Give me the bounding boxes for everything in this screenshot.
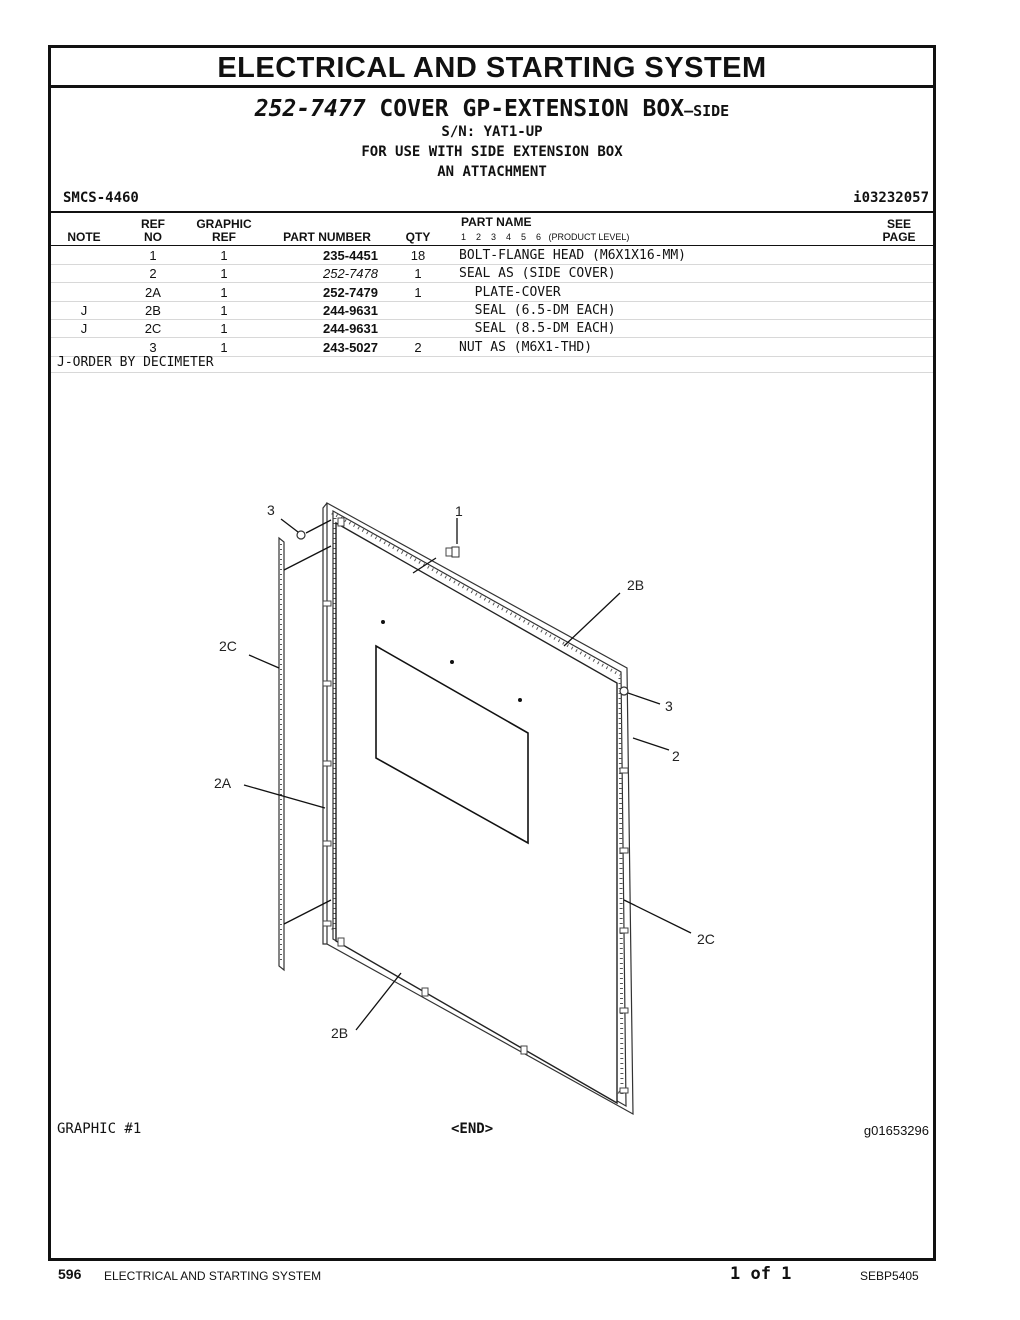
col-ref-line1: REF <box>141 217 165 231</box>
group-name: COVER GP-EXTENSION BOX <box>379 96 685 122</box>
graphic-label: GRAPHIC #1 <box>57 1121 142 1137</box>
table-header-top-rule <box>51 211 933 213</box>
table-row: J 2B 1 244-9631 SEAL (6.5-DM EACH) <box>51 301 933 320</box>
cell-part-name: SEAL (6.5-DM EACH) <box>459 302 616 318</box>
col-part-name: PART NAME <box>461 215 532 229</box>
table-row: 3 1 243-5027 2 NUT AS (M6X1-THD) <box>51 338 933 357</box>
cell-graphic-ref: 1 <box>220 321 228 337</box>
cell-part-name: NUT AS (M6X1-THD) <box>459 339 593 355</box>
book-number: SEBP5405 <box>860 1269 919 1283</box>
info-id: i03232057 <box>853 190 929 206</box>
cell-graphic-ref: 1 <box>220 302 228 318</box>
cell-part-number: 252-7478 <box>323 266 378 282</box>
cell-graphic-ref: 1 <box>220 266 228 282</box>
group-number: 252-7477 <box>254 96 366 122</box>
usage-line-2: AN ATTACHMENT <box>437 164 547 180</box>
usage-line-1: FOR USE WITH SIDE EXTENSION BOX <box>361 144 623 160</box>
callout-2a: 2A <box>214 775 232 791</box>
system-title: ELECTRICAL AND STARTING SYSTEM <box>51 51 933 88</box>
cell-part-name: SEAL AS (SIDE COVER) <box>459 266 616 282</box>
cell-qty: 18 <box>410 248 426 263</box>
col-graphic-ref-line1: GRAPHIC <box>196 217 252 231</box>
cell-note: J <box>80 302 88 318</box>
col-see-page-line2: PAGE <box>882 230 916 244</box>
cell-part-number: 243-5027 <box>323 339 378 355</box>
col-see-page-line1: SEE <box>886 217 911 231</box>
table-row: 1 1 235-4451 18 BOLT-FLANGE HEAD (M6X1X16-MM… <box>51 246 933 265</box>
exploded-view-illustration: 3 1 2B 2C 3 2 2A 2C 2B <box>214 501 715 1116</box>
cell-ref-no: 1 <box>149 248 157 263</box>
cell-part-number: 252-7479 <box>323 284 378 300</box>
col-qty: QTY <box>405 230 431 244</box>
table-header-bottom-rule <box>51 245 933 246</box>
cell-ref-no: 2 <box>149 266 157 282</box>
cell-qty: 1 <box>414 284 422 300</box>
page-of: 1 of 1 <box>730 1264 792 1284</box>
cell-ref-no: 2C <box>144 321 162 337</box>
cell-ref-no: 2B <box>145 302 161 318</box>
table-row: 2 1 252-7478 1 SEAL AS (SIDE COVER) <box>51 264 933 284</box>
callout-2c-left: 2C <box>219 638 237 654</box>
graphic-id: g01653296 <box>863 1123 929 1138</box>
callout-3-top: 3 <box>267 502 275 518</box>
cell-part-name: SEAL (8.5-DM EACH) <box>459 321 616 337</box>
col-part-number: PART NUMBER <box>283 230 371 244</box>
table-row: 2A 1 252-7479 1 PLATE-COVER <box>51 283 933 302</box>
callout-2: 2 <box>672 748 680 764</box>
cell-qty: 2 <box>414 339 422 355</box>
callout-2b-top: 2B <box>627 577 644 593</box>
cell-ref-no: 3 <box>149 339 157 355</box>
page-number: 596 <box>58 1266 82 1282</box>
col-ref-line2: NO <box>144 230 162 244</box>
group-suffix: –SIDE <box>684 102 730 120</box>
smcs-code: SMCS-4460 <box>63 190 139 206</box>
callout-1: 1 <box>455 503 463 519</box>
footnote-rule <box>51 372 933 373</box>
cell-part-number: 244-9631 <box>323 302 378 318</box>
cell-part-name: PLATE-COVER <box>459 284 561 300</box>
cell-qty: 1 <box>414 266 422 282</box>
cell-note: J <box>80 321 88 337</box>
col-note: NOTE <box>67 230 101 244</box>
cell-part-number: 235-4451 <box>323 248 378 263</box>
end-label: <END> <box>451 1121 494 1137</box>
cell-ref-no: 2A <box>145 284 161 300</box>
page-frame: ELECTRICAL AND STARTING SYSTEM 252-7477 … <box>48 45 936 1261</box>
cell-graphic-ref: 1 <box>220 284 228 300</box>
callout-2c-right: 2C <box>697 931 715 947</box>
col-graphic-ref-line2: REF <box>212 230 236 244</box>
cell-part-number: 244-9631 <box>323 321 378 337</box>
callout-2b-bottom: 2B <box>331 1025 348 1041</box>
cell-part-name: BOLT-FLANGE HEAD (M6X1X16-MM) <box>459 248 686 263</box>
group-title: 252-7477 COVER GP-EXTENSION BOX–SIDE <box>51 96 933 122</box>
footer-system: ELECTRICAL AND STARTING SYSTEM <box>104 1269 322 1283</box>
footnote: J-ORDER BY DECIMETER <box>57 355 214 370</box>
table-row: J 2C 1 244-9631 SEAL (8.5-DM EACH) <box>51 319 933 339</box>
callout-3-right: 3 <box>665 698 673 714</box>
cell-graphic-ref: 1 <box>220 248 228 263</box>
serial-number: S/N: YAT1-UP <box>441 124 543 140</box>
cell-graphic-ref: 1 <box>220 339 228 355</box>
product-level-scale: 1 2 3 4 5 6 (PRODUCT LEVEL) <box>461 232 630 242</box>
